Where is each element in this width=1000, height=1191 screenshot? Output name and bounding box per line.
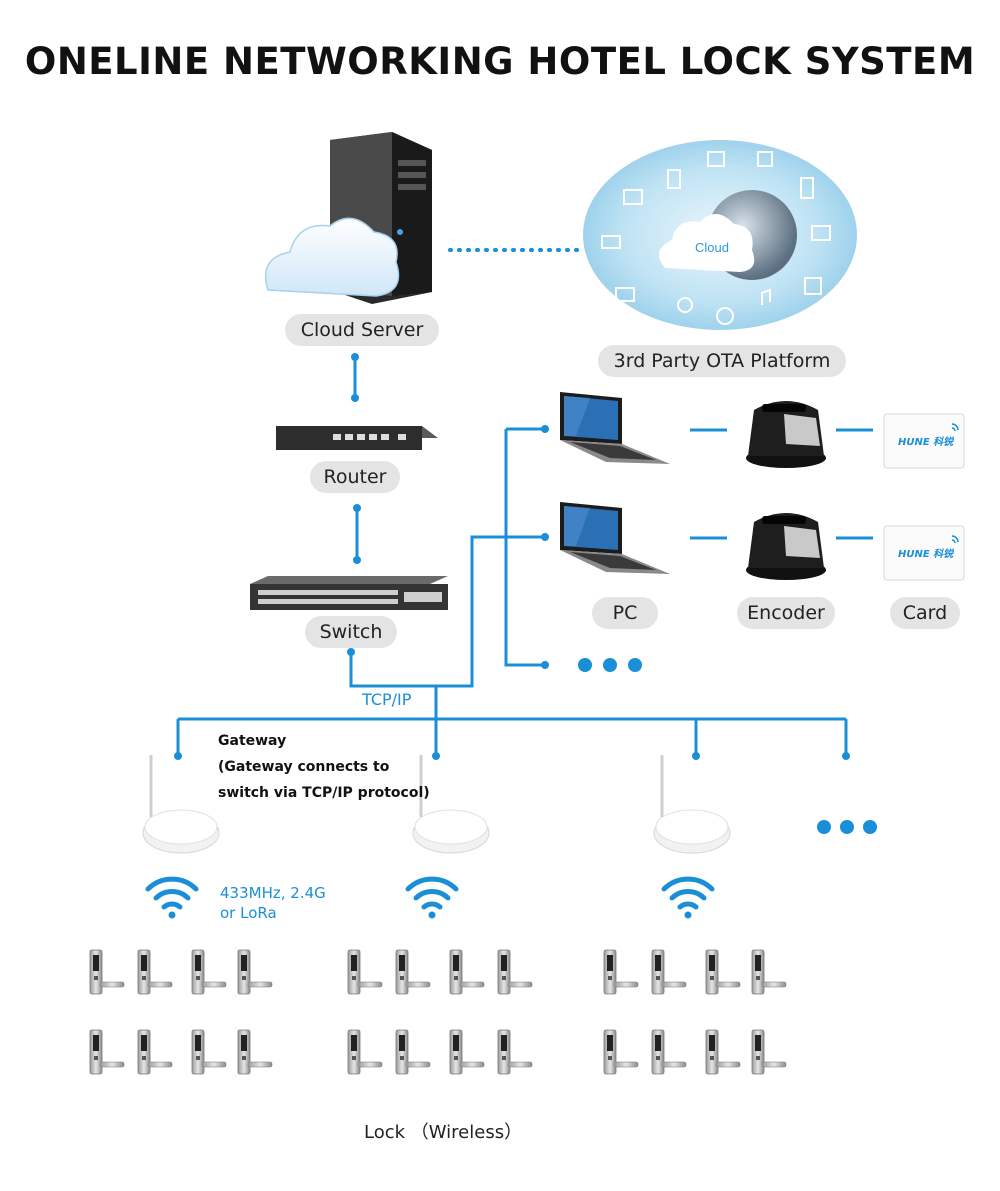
pc-laptop-1 xyxy=(560,392,670,464)
lock-group-1 xyxy=(89,949,273,1075)
card-brand-2: HUNE 科锐 xyxy=(898,548,955,560)
more-pcs-ellipsis xyxy=(578,658,642,672)
wifi-icon-2 xyxy=(408,879,456,918)
label-cloud-server: Cloud Server xyxy=(285,314,439,346)
encoder-device-2 xyxy=(746,513,826,580)
link-pc-trunk xyxy=(504,429,545,667)
cloud-server-icon xyxy=(264,132,432,304)
encoder-device-1 xyxy=(746,401,826,468)
label-router: Router xyxy=(310,461,400,493)
lock-group-2 xyxy=(347,949,533,1075)
page-title: ONELINE NETWORKING HOTEL LOCK SYSTEM xyxy=(24,40,976,83)
label-pc: PC xyxy=(592,597,658,629)
wireless-protocol-label: 433MHz, 2.4G or LoRa xyxy=(220,883,326,923)
pc-laptop-2 xyxy=(560,502,670,574)
ota-platform-icon: Cloud xyxy=(583,140,857,330)
label-ota-platform: 3rd Party OTA Platform xyxy=(598,345,846,377)
gateway-device-1 xyxy=(141,753,221,855)
connection-lines xyxy=(176,357,873,756)
gateway-note: Gateway (Gateway connects to switch via … xyxy=(218,728,430,806)
link-switch-bus xyxy=(349,535,545,688)
gateway-note-line1: Gateway xyxy=(218,733,287,749)
tcp-ip-label: TCP/IP xyxy=(362,690,412,709)
lock-wireless-label: Lock （Wireless） xyxy=(364,1122,523,1143)
card-brand-1: HUNE 科锐 xyxy=(898,436,955,448)
wireless-label-line2: or LoRa xyxy=(220,904,277,922)
wireless-label-line1: 433MHz, 2.4G xyxy=(220,884,326,902)
link-endpoints xyxy=(174,353,850,760)
lock-group-3 xyxy=(603,949,787,1075)
gateway-note-line2: (Gateway connects to xyxy=(218,759,390,775)
label-card: Card xyxy=(890,597,960,629)
label-encoder: Encoder xyxy=(737,597,835,629)
label-switch: Switch xyxy=(305,616,397,648)
switch-icon xyxy=(250,576,448,610)
more-gateways-ellipsis xyxy=(817,820,877,834)
wifi-icon-1 xyxy=(148,879,196,918)
wifi-icon-3 xyxy=(664,879,712,918)
router-icon xyxy=(276,426,438,450)
ota-cloud-text: Cloud xyxy=(695,240,729,255)
gateway-note-line3: switch via TCP/IP protocol) xyxy=(218,785,430,801)
gateway-device-3 xyxy=(652,753,732,855)
